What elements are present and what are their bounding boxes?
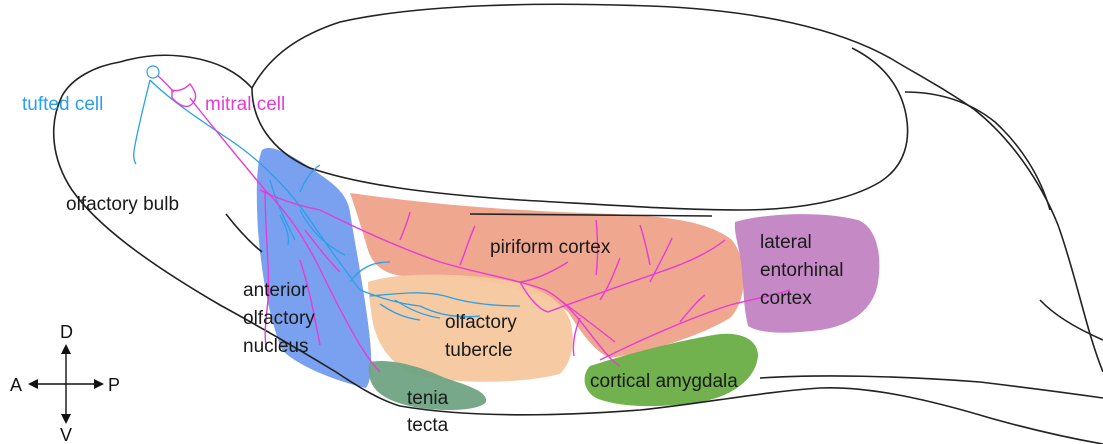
arrow-right-icon bbox=[94, 379, 104, 389]
arrow-down-icon bbox=[61, 414, 71, 424]
cerebellum-lower-outline bbox=[1040, 300, 1103, 340]
tufted-cell-label: tufted cell bbox=[22, 94, 103, 115]
cortical-amygdala-label: cortical amygdala bbox=[590, 371, 738, 392]
olfactory-bulb-label: olfactory bulb bbox=[66, 194, 179, 215]
compass-ventral-label: V bbox=[60, 425, 72, 444]
compass-anterior-label: A bbox=[10, 375, 22, 395]
cerebellum-outline bbox=[905, 92, 1050, 210]
compass-dorsal-label: D bbox=[60, 322, 73, 342]
arrow-left-icon bbox=[28, 379, 38, 389]
compass-posterior-label: P bbox=[108, 375, 120, 395]
ventral-lower-outline bbox=[760, 376, 1103, 398]
cortex-inner-outline bbox=[252, 48, 908, 210]
mitral-cell-label: mitral cell bbox=[205, 94, 285, 115]
orientation-compass bbox=[28, 344, 104, 424]
piriform-cortex-label: piriform cortex bbox=[490, 237, 611, 258]
glomerulus-icon bbox=[147, 66, 159, 78]
bulb-inner-outline bbox=[226, 214, 262, 252]
arrow-up-icon bbox=[61, 344, 71, 354]
